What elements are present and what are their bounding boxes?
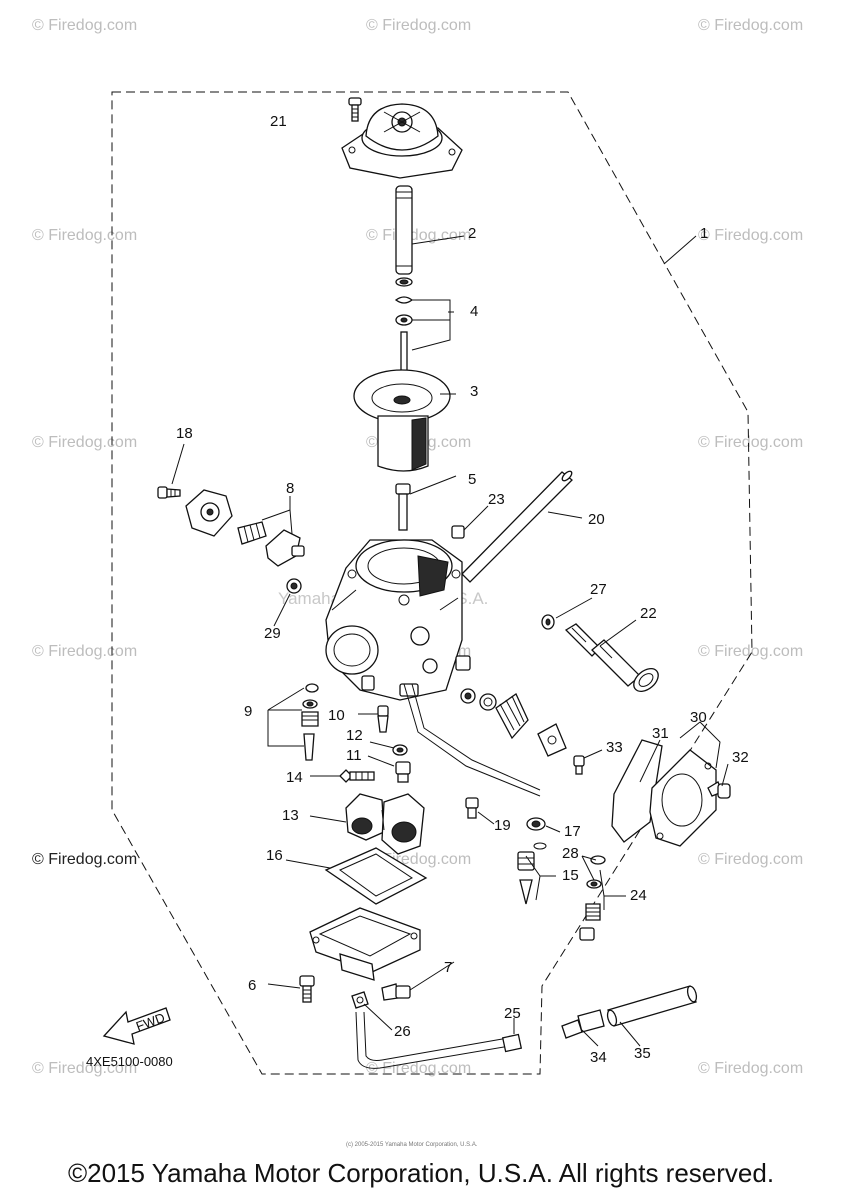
callout-34: 34 <box>590 1049 607 1066</box>
callout-15: 15 <box>562 867 579 884</box>
watermark: © Firedog.com <box>366 17 471 34</box>
screw-set-28-24 <box>579 855 606 941</box>
callout-25: 25 <box>504 1005 521 1022</box>
gasket-31 <box>611 739 663 843</box>
watermark-dark: © Firedog.com <box>32 851 137 868</box>
watermark: © Firedog.com <box>32 434 137 451</box>
hose-35 <box>606 985 698 1027</box>
screw-6 <box>299 975 315 1003</box>
enricher-spring-8 <box>237 521 305 567</box>
needle-set-4 <box>394 277 414 385</box>
pilot-screw-set-9 <box>301 683 319 761</box>
callout-13: 13 <box>282 807 299 824</box>
screw-21 <box>348 97 362 122</box>
callout-1: 1 <box>700 225 708 242</box>
watermark: © Firedog.com <box>32 1060 137 1077</box>
needle-valve-15 <box>517 842 547 905</box>
callout-6: 6 <box>248 977 256 994</box>
screw-19 <box>465 797 479 819</box>
o-ring-29 <box>286 578 302 594</box>
diagram-code: 4XE5100-0080 <box>86 1054 173 1069</box>
link-rod <box>403 683 541 797</box>
callout-28: 28 <box>562 845 579 862</box>
pump-cover-30 <box>649 749 717 847</box>
callout-3: 3 <box>470 383 478 400</box>
watermark: © Firedog.com <box>698 643 803 660</box>
watermark: © Firedog.com <box>32 17 137 34</box>
spring-2 <box>395 185 413 275</box>
screw-18 <box>157 486 181 499</box>
screw-33 <box>573 755 585 775</box>
callout-22: 22 <box>640 605 657 622</box>
callout-2: 2 <box>468 225 476 242</box>
callout-23: 23 <box>488 491 505 508</box>
jet-10 <box>377 705 389 733</box>
callout-20: 20 <box>588 511 605 528</box>
washer-17 <box>526 817 546 831</box>
callout-4: 4 <box>470 303 478 320</box>
coasting-enricher-cover <box>185 489 233 537</box>
leader-lines <box>171 235 729 1047</box>
callout-30: 30 <box>690 709 707 726</box>
watermark: © Firedog.com <box>366 1060 471 1077</box>
callout-33: 33 <box>606 739 623 756</box>
fwd-arrow: FWD <box>102 1007 171 1045</box>
screw-14 <box>339 769 375 783</box>
callout-12: 12 <box>346 727 363 744</box>
callout-35: 35 <box>634 1045 651 1062</box>
jet-5 <box>395 483 411 531</box>
watermark: © Firedog.com <box>32 227 137 244</box>
drain-hose-25 <box>355 1011 523 1069</box>
carburetor-body <box>325 539 471 701</box>
callout-7: 7 <box>444 959 452 976</box>
callout-8: 8 <box>286 480 294 497</box>
accelerator-pump-parts <box>460 688 567 757</box>
drain-screw-7 <box>381 983 411 1001</box>
fwd-label: FWD <box>134 1010 167 1034</box>
callout-26: 26 <box>394 1023 411 1040</box>
watermark: © Firedog.com <box>698 17 803 34</box>
carburetor-top-cover <box>341 103 463 179</box>
main-jet-11 <box>395 761 411 783</box>
float-chamber <box>309 907 421 981</box>
watermark: © Firedog.com <box>698 434 803 451</box>
callout-19: 19 <box>494 817 511 834</box>
washer-12 <box>392 744 408 756</box>
watermark: © Firedog.com <box>32 643 137 660</box>
diaphragm-piston-3 <box>353 369 451 472</box>
callout-5: 5 <box>468 471 476 488</box>
plug-23 <box>451 525 465 539</box>
hose-fitting-34 <box>561 1009 605 1039</box>
callout-32: 32 <box>732 749 749 766</box>
callout-16: 16 <box>266 847 283 864</box>
float-13 <box>345 793 425 855</box>
callout-14: 14 <box>286 769 303 786</box>
callout-29: 29 <box>264 625 281 642</box>
small-copyright: (c) 2005-2015 Yamaha Motor Corporation, … <box>346 1142 478 1148</box>
callout-10: 10 <box>328 707 345 724</box>
screw-32 <box>707 781 731 799</box>
watermark: © Firedog.com <box>698 851 803 868</box>
hose-20 <box>461 470 573 583</box>
callout-17: 17 <box>564 823 581 840</box>
assembly-outline <box>111 91 753 1075</box>
watermark: © Firedog.com <box>366 227 471 244</box>
throttle-stop-screw-22 <box>564 623 659 692</box>
o-ring-27 <box>541 614 555 630</box>
watermark: © Firedog.com <box>698 1060 803 1077</box>
callout-18: 18 <box>176 425 193 442</box>
callout-24: 24 <box>630 887 647 904</box>
footer-copyright: ©2015 Yamaha Motor Corporation, U.S.A. A… <box>67 1158 775 1188</box>
callout-9: 9 <box>244 703 252 720</box>
callout-31: 31 <box>652 725 669 742</box>
float-chamber-gasket-16 <box>324 847 428 905</box>
callout-11: 11 <box>346 747 362 764</box>
parts-layer <box>157 97 731 1069</box>
callout-21: 21 <box>270 113 287 130</box>
watermark: © Firedog.com <box>698 227 803 244</box>
callout-27: 27 <box>590 581 607 598</box>
callout-labels: 1 2 3 4 5 6 7 8 9 10 11 12 13 14 15 16 1… <box>176 113 749 1066</box>
